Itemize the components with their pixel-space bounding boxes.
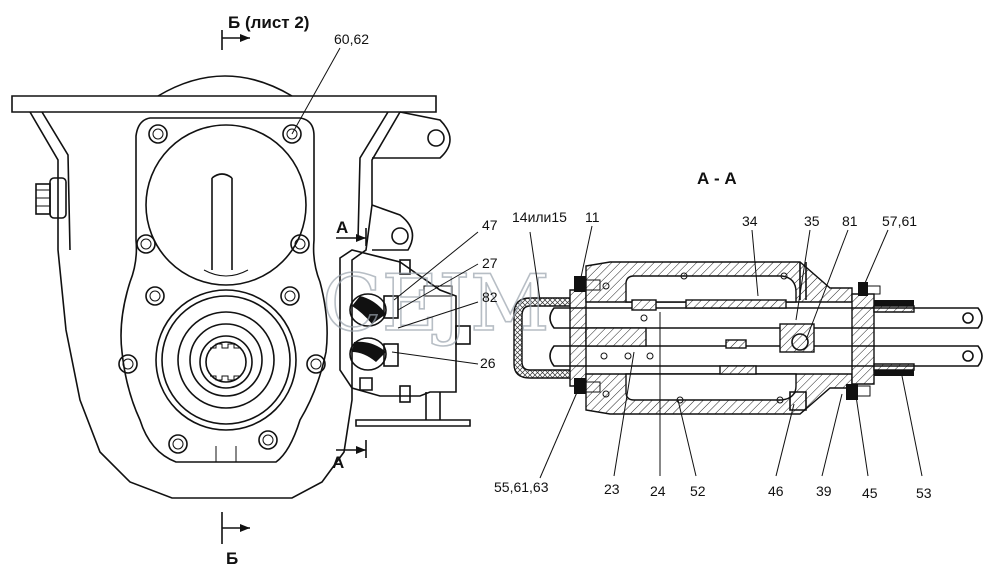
callout-55-61-63: 55,61,63	[494, 479, 549, 495]
callout-81: 81	[842, 213, 858, 229]
callout-14-or-15: 14или15	[512, 209, 567, 225]
cover-bolts	[118, 124, 326, 454]
callout-34: 34	[742, 213, 758, 229]
section-a-label-top: А	[336, 218, 348, 237]
section-b-label-top: Б (лист 2)	[228, 13, 309, 32]
callout-27: 27	[482, 255, 498, 271]
callout-82: 82	[482, 289, 498, 305]
callout-52: 52	[690, 483, 706, 499]
section-a-label-bottom: А	[332, 453, 344, 472]
callout-24: 24	[650, 483, 666, 499]
callout-11: 11	[585, 209, 600, 225]
callout-46: 46	[768, 483, 784, 499]
gearbox-housing-view	[11, 75, 451, 499]
callout-45: 45	[862, 485, 878, 501]
section-aa-title: А - А	[697, 169, 737, 188]
callout-53: 53	[916, 485, 932, 501]
callout-23: 23	[604, 481, 620, 497]
section-a-markers	[336, 228, 367, 458]
section-b-markers	[221, 30, 250, 544]
section-aa-view	[513, 261, 983, 415]
callout-35: 35	[804, 213, 820, 229]
callout-57-61: 57,61	[882, 213, 917, 229]
callout-26: 26	[480, 355, 496, 371]
leader-lines	[291, 47, 923, 479]
callout-47: 47	[482, 217, 498, 233]
sensor-left	[35, 177, 67, 219]
section-b-label-bottom: Б	[226, 549, 238, 568]
callout-60-62: 60,62	[334, 31, 369, 47]
watermark: CEJM	[322, 259, 550, 349]
callout-39: 39	[816, 483, 832, 499]
shift-mechanism-side	[339, 249, 471, 427]
